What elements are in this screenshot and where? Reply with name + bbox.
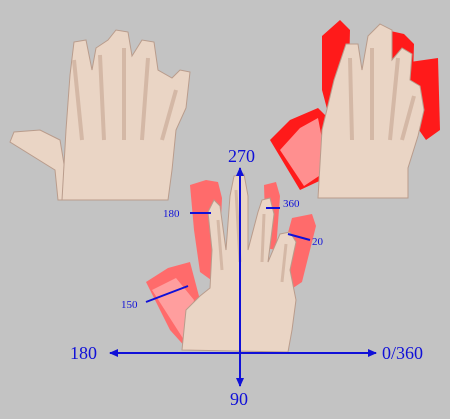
axis-label-top: 270 [228, 146, 255, 166]
left-hand-thumb [10, 130, 70, 200]
axis-label-left: 180 [70, 343, 97, 363]
middle-angle-label: 360 [283, 198, 300, 210]
axis-label-right: 0/360 [382, 343, 423, 363]
thumb-angle-label: 150 [121, 299, 138, 311]
index-angle-label: 180 [163, 208, 180, 220]
left-hand-neutral [10, 30, 190, 200]
axis-label-bottom: 90 [230, 389, 248, 409]
right-hand-highlighted [270, 20, 440, 198]
center-hand-annotated: 180 360 20 150 [121, 174, 324, 352]
little-angle-label: 20 [312, 236, 324, 248]
